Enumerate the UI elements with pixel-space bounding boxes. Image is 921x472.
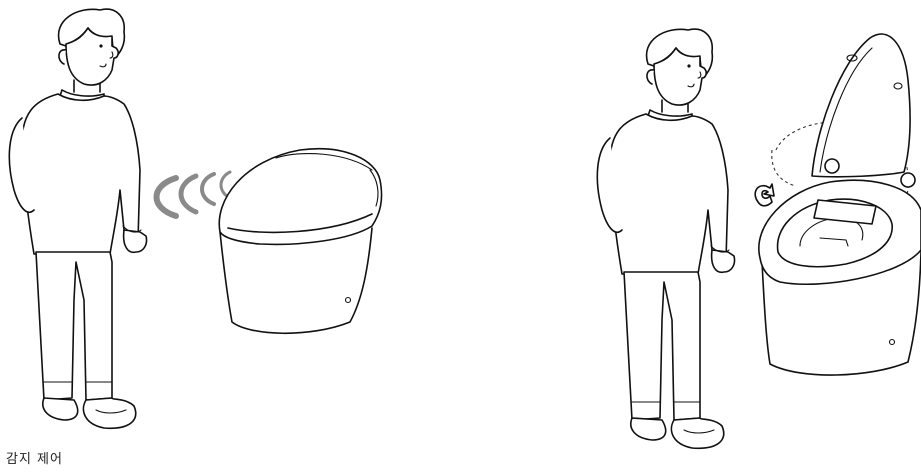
person-right <box>597 29 734 448</box>
toilet-closed <box>219 149 381 334</box>
toilet-open <box>759 34 921 375</box>
rotate-arrow-icon <box>755 184 774 206</box>
person-left <box>9 9 146 428</box>
sensor-waves-icon <box>157 172 231 216</box>
caption-label: 감지 제어 <box>6 448 63 467</box>
